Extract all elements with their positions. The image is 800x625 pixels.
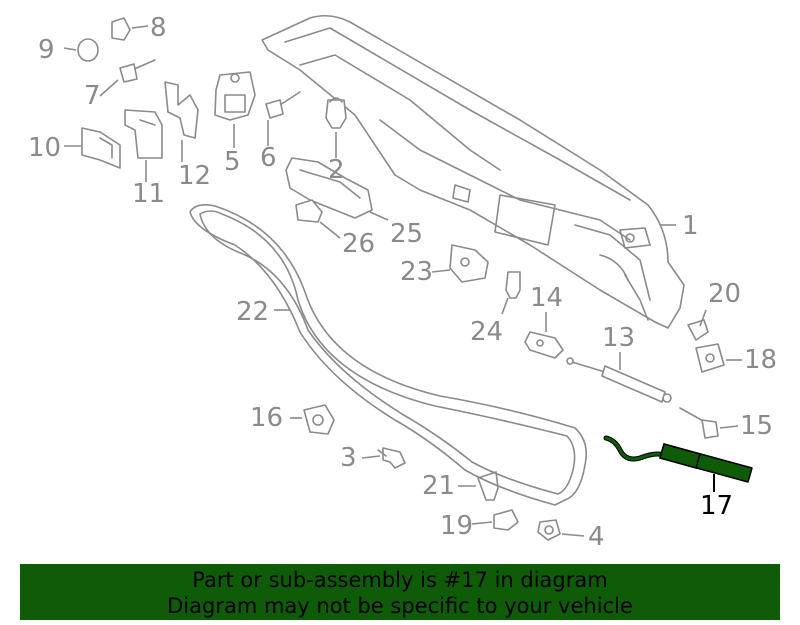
part-10-bracket: [81, 127, 121, 169]
callout-22: 22: [236, 297, 269, 327]
callout-23: 23: [400, 257, 433, 287]
part-13-strut: [566, 357, 672, 403]
callout-4: 4: [588, 522, 605, 552]
part-14-bracket: [524, 331, 564, 359]
part-4-grommet: [537, 519, 561, 541]
callout-20: 20: [708, 279, 741, 309]
part-25-handle-module: [285, 157, 373, 219]
part-1-liftgate-panel: [261, 14, 685, 329]
callout-3: 3: [340, 443, 357, 473]
parts-diagram: 1 2 3 4 5 6 7 8 9 10 11 12 13 14 15 16 1…: [28, 13, 777, 552]
part-17-power-strut: [603, 435, 753, 483]
part-2-bumper: [325, 97, 347, 129]
part-6-bolt: [265, 91, 301, 119]
part-8-nut: [111, 17, 131, 41]
callout-15: 15: [740, 411, 773, 441]
part-22-weatherstrip: [189, 204, 588, 506]
leader-lines: [63, 25, 742, 537]
callout-13: 13: [602, 323, 635, 353]
callout-11: 11: [132, 179, 165, 209]
part-11-bracket: [124, 109, 163, 159]
callout-12: 12: [178, 161, 211, 191]
callout-8: 8: [150, 13, 167, 43]
callout-24: 24: [470, 317, 503, 347]
callout-25: 25: [390, 219, 423, 249]
part-23-latch: [449, 244, 489, 283]
part-9-washer: [77, 38, 99, 62]
part-7-bolt: [119, 59, 156, 83]
callout-2: 2: [328, 155, 345, 185]
callout-18: 18: [744, 345, 777, 375]
callout-21: 21: [422, 471, 455, 501]
callout-19: 19: [440, 511, 473, 541]
part-19-grommet: [493, 509, 519, 531]
callout-16: 16: [250, 403, 283, 433]
callout-7: 7: [84, 81, 101, 111]
part-3-pin: [377, 447, 406, 469]
callout-6: 6: [260, 143, 277, 173]
callout-17: 17: [700, 491, 733, 521]
part-16-bumper: [303, 404, 335, 435]
callout-9: 9: [38, 35, 55, 65]
callout-1: 1: [682, 211, 699, 241]
callouts: 1 2 3 4 5 6 7 8 9 10 11 12 13 14 15 16 1…: [28, 13, 777, 552]
part-15-ball-stud: [679, 407, 719, 439]
banner-line-1: Part or sub-assembly is #17 in diagram: [192, 568, 608, 592]
callout-26: 26: [342, 229, 375, 259]
part-12-bracket: [164, 81, 199, 139]
part-18-bracket: [695, 343, 725, 373]
callout-5: 5: [224, 147, 241, 177]
part-5-hinge: [214, 71, 256, 121]
callout-14: 14: [530, 283, 563, 313]
banner-line-2: Diagram may not be specific to your vehi…: [167, 594, 633, 618]
part-24-pin: [505, 271, 521, 299]
part-26-switch: [295, 199, 323, 223]
info-banner: Part or sub-assembly is #17 in diagram D…: [20, 564, 780, 620]
part-21-pin: [477, 471, 499, 501]
part-20-pin: [687, 319, 709, 341]
callout-10: 10: [28, 133, 61, 163]
